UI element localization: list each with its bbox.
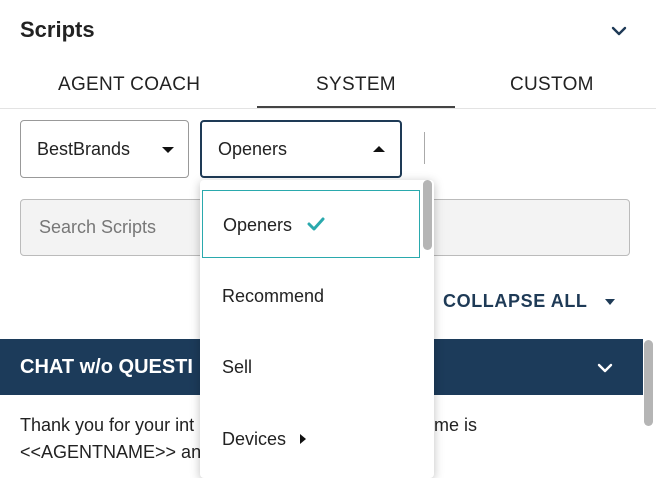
dropdown-item-devices[interactable]: Devices (202, 405, 420, 473)
tab-custom[interactable]: CUSTOM (510, 74, 594, 95)
section-title: CHAT w/o QUESTI (20, 356, 193, 378)
dropdown-item-openers[interactable]: Openers (202, 190, 420, 258)
collapse-all-button[interactable]: COLLAPSE ALL (443, 291, 615, 312)
dropdown-item-label: Openers (223, 215, 293, 235)
script-text-line1-left: Thank you for your int (20, 415, 195, 435)
chevron-down-icon[interactable] (608, 20, 630, 42)
dropdown-item-sell[interactable]: Sell (202, 333, 420, 401)
toolbar-divider (424, 132, 425, 164)
dropdown-scrollbar-thumb[interactable] (423, 180, 432, 250)
brand-select-value: BestBrands (37, 139, 131, 159)
collapse-all-label: COLLAPSE ALL (443, 291, 588, 311)
page-scrollbar-thumb[interactable] (644, 340, 653, 426)
panel-header: Scripts (0, 0, 656, 62)
chevron-down-icon[interactable] (594, 357, 616, 379)
panel-title: Scripts (20, 17, 95, 42)
tab-system[interactable]: SYSTEM (257, 74, 455, 108)
dropdown-item-label: Devices (222, 429, 287, 449)
dropdown-item-label: Recommend (222, 286, 325, 306)
category-select-value: Openers (218, 139, 288, 159)
dropdown-item-recommend[interactable]: Recommend (202, 262, 420, 330)
category-dropdown-menu: Openers Recommend Sell Devices (200, 180, 434, 478)
tab-agent-coach[interactable]: AGENT COACH (58, 74, 201, 95)
caret-down-icon (604, 299, 615, 306)
script-tabs: AGENT COACH SYSTEM CUSTOM (0, 62, 656, 109)
category-select[interactable]: Openers (200, 120, 402, 178)
brand-select[interactable]: BestBrands (20, 120, 189, 178)
caret-up-icon (373, 146, 385, 152)
caret-down-icon (162, 147, 174, 153)
checkmark-icon (307, 217, 325, 231)
submenu-arrow-icon (300, 434, 306, 444)
script-text-line1-right: me is (434, 415, 478, 435)
dropdown-item-label: Sell (222, 357, 253, 377)
